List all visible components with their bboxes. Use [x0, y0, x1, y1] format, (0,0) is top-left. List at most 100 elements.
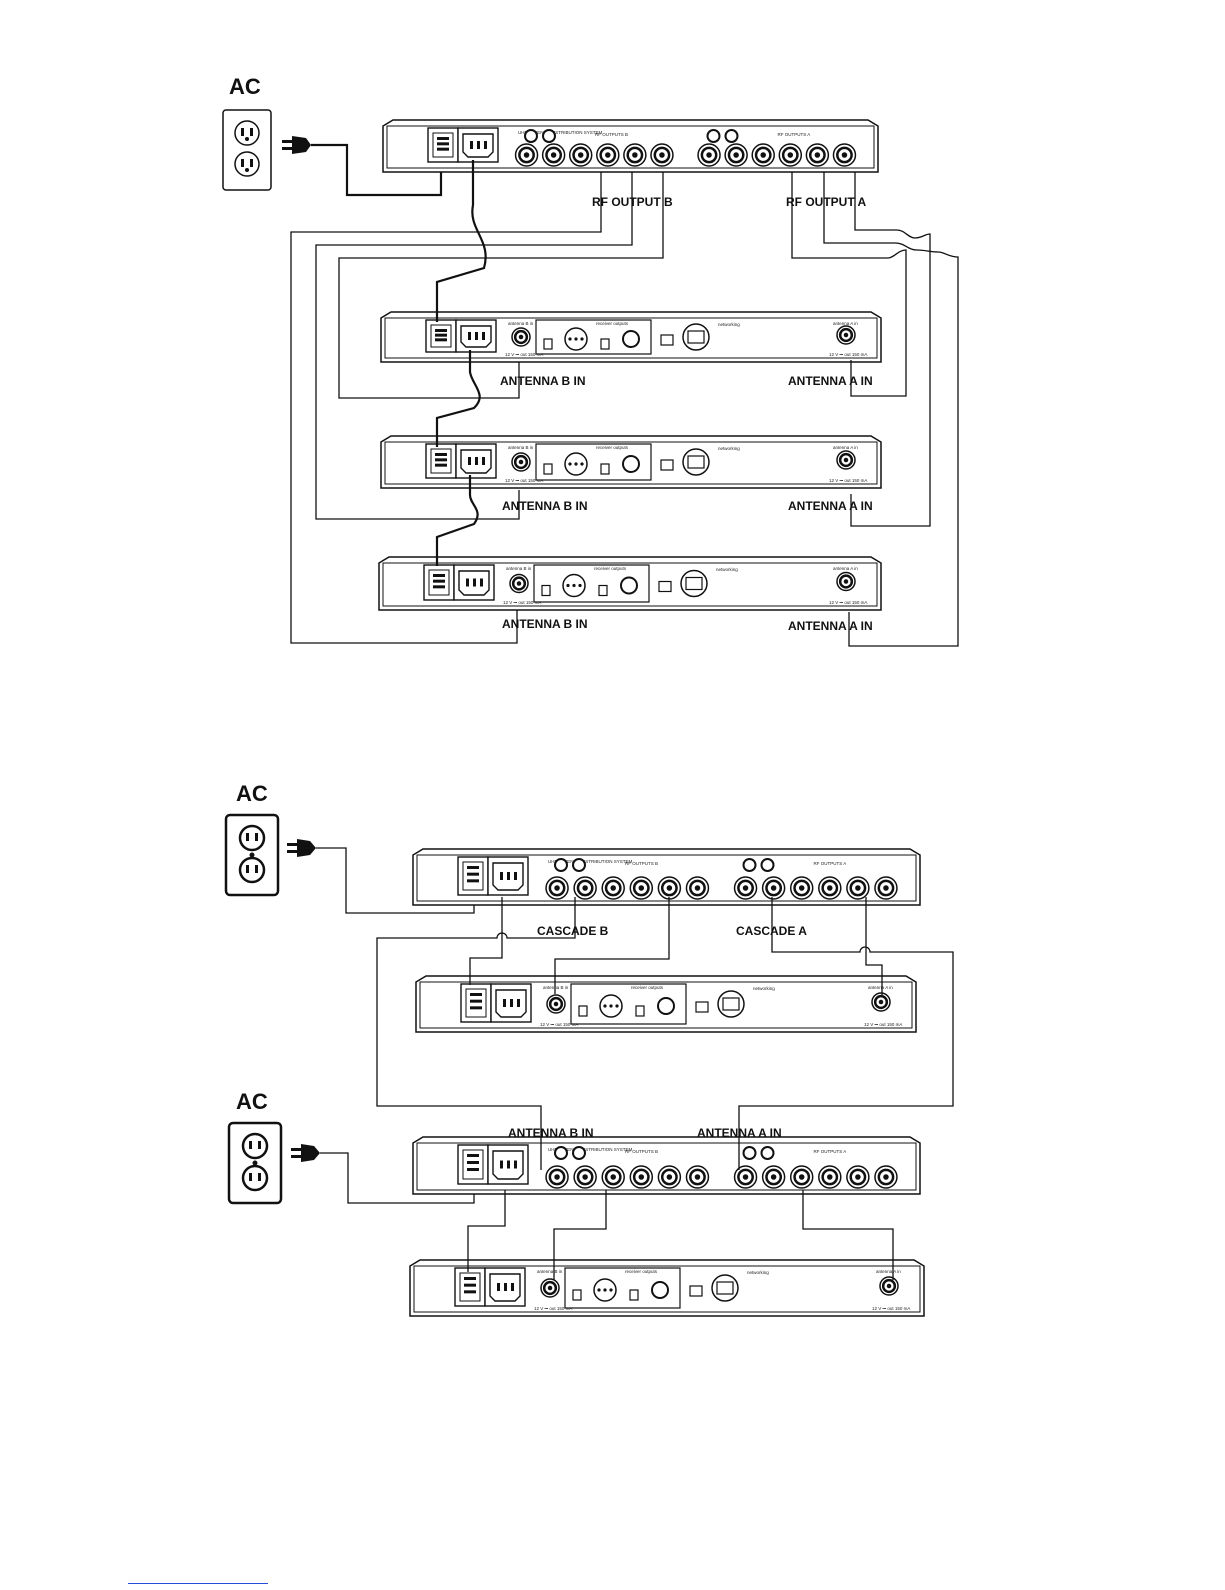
antenna-a-in-text: antenna A in — [833, 566, 858, 571]
bias-text: 12 V ⎓ out 150 mA — [503, 600, 541, 605]
iec-pin — [484, 141, 487, 149]
switch-mark — [470, 999, 482, 1003]
rf-out-b-to-receiver-bottom — [553, 1190, 607, 1280]
bnc-pin — [694, 885, 701, 891]
bnc-pin — [883, 1174, 889, 1180]
wall-outlet-bottom — [227, 1121, 283, 1205]
cascade-in-jack — [554, 858, 568, 872]
power-link-3 — [435, 475, 479, 566]
networking-text: networking — [718, 322, 740, 327]
receiver-3-antenna-b-label: ANTENNA B IN — [502, 617, 588, 631]
iec-pin — [468, 457, 471, 465]
rf-out-a-to-receiver-bottom — [802, 1190, 894, 1280]
iec-pin — [500, 1160, 503, 1169]
cascade-b-label: CASCADE B — [537, 924, 609, 938]
switch-mark — [435, 329, 447, 332]
xlr-pin — [615, 1004, 619, 1008]
bnc-pin — [554, 1174, 560, 1180]
switch-mark — [467, 879, 479, 883]
antenna-b-in-text: antenna B in — [508, 445, 534, 450]
quarter-inch-jack — [620, 576, 638, 595]
bnc-pin — [638, 1174, 645, 1180]
iec-pin — [475, 457, 478, 465]
bnc-pin — [638, 885, 645, 891]
bias-text: 12 V ⎓ out 150 mA — [829, 600, 867, 605]
distribution-unit: UHF ANTENNA DISTRIBUTION SYSTEM RF OUTPUT… — [382, 119, 879, 173]
power-link-2 — [435, 350, 481, 447]
usb-port — [695, 1001, 709, 1013]
ethernet-port — [722, 997, 740, 1011]
iec-pin — [507, 872, 510, 880]
footer-rule — [128, 1583, 268, 1584]
switch-mark — [435, 453, 447, 456]
antenna-b-in-text: antenna B in — [508, 321, 534, 326]
diagram-2: AC AC UHF ANTE — [224, 781, 954, 1317]
bnc-pin — [770, 1174, 777, 1180]
ethernet-port — [687, 455, 705, 469]
bias-text: 12 V ⎓ out 150 mA — [540, 1022, 578, 1027]
bnc-pin — [659, 152, 665, 158]
xlr-pin — [572, 583, 576, 588]
power-link-1 — [435, 160, 487, 322]
rf-outputs-label: RF OUTPUTS A — [778, 132, 811, 137]
iec-pin — [480, 578, 483, 587]
bias-text: 12 V ⎓ out 150 mA — [534, 1306, 572, 1311]
outlet-socket-top — [234, 120, 260, 146]
iec-pin — [482, 457, 485, 465]
bnc-pin — [582, 1174, 588, 1180]
switch-mark — [464, 1290, 476, 1294]
switch-mark — [470, 993, 482, 996]
bnc-pin — [733, 152, 739, 158]
bnc-pin — [518, 459, 524, 465]
distribution-title: UHF ANTENNA DISTRIBUTION SYSTEM — [548, 1147, 633, 1152]
bnc-pin — [547, 1285, 553, 1291]
rf-a-cable-to-receiver-2 — [850, 172, 931, 527]
receiver-outputs-text: receiver outputs — [596, 445, 629, 450]
rf-outputs-label: RF OUTPUTS A — [814, 1149, 847, 1154]
iec-pin — [470, 141, 473, 149]
cascade-in-jack — [706, 129, 721, 143]
bnc-pin — [666, 1174, 673, 1180]
bnc-pin — [841, 152, 848, 158]
iec-pin — [473, 578, 476, 587]
iec-pin — [468, 332, 471, 340]
receiver-outputs-text: receiver outputs — [596, 321, 629, 326]
ethernet-port — [687, 330, 705, 344]
iec-pin — [504, 1283, 507, 1291]
bnc-pin — [787, 152, 794, 158]
rf-a-cable-to-receiver-3 — [823, 172, 959, 647]
iec-pin — [514, 872, 517, 880]
antenna-a-in-text: antenna A in — [833, 445, 858, 450]
distribution-title: UHF ANTENNA DISTRIBUTION SYSTEM — [548, 859, 633, 864]
iec-pin — [475, 332, 478, 340]
switch-mark — [435, 338, 447, 342]
cascade-out-jack — [542, 129, 556, 143]
receiver-outputs-text: receiver outputs — [625, 1269, 658, 1274]
rf-b-cable-to-receiver-3 — [290, 172, 602, 644]
xlr-pin — [568, 462, 572, 466]
iec-pin — [466, 578, 469, 587]
rf-output-a-label: RF OUTPUT A — [786, 195, 867, 209]
switch-mark — [467, 872, 479, 876]
switch-mark — [467, 1168, 479, 1171]
rf-outputs-label: RF OUTPUTS B — [625, 861, 658, 866]
switch-mark — [433, 585, 445, 589]
bnc-pin — [610, 885, 616, 891]
bnc-pin — [553, 1001, 559, 1007]
bnc-pin — [843, 332, 849, 338]
ac-label-bottom: AC — [236, 1089, 268, 1114]
bnc-pin — [518, 334, 524, 340]
bnc-pin — [550, 152, 557, 158]
networking-text: networking — [753, 986, 775, 991]
networking-text: networking — [718, 446, 740, 451]
cascade-in-jack — [742, 1146, 757, 1160]
cascade-in-jack — [742, 858, 757, 872]
xlr-pin — [566, 583, 570, 588]
ac-label-top: AC — [236, 781, 268, 806]
distribution-title: UHF ANTENNA DISTRIBUTION SYSTEM — [518, 130, 603, 135]
